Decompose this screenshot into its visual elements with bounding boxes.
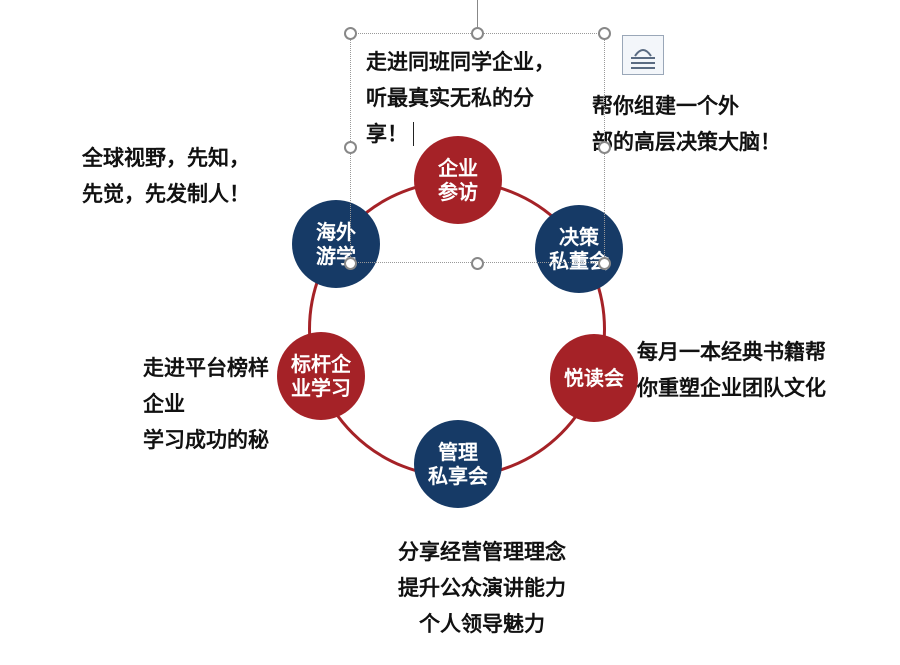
caption-reading-club: 每月一本经典书籍帮 你重塑企业团队文化 — [637, 340, 826, 400]
resize-handle-left[interactable] — [344, 141, 357, 154]
node-label: 海外 游学 — [316, 220, 356, 268]
node-label: 管理 私享会 — [428, 440, 488, 488]
resize-handle-top-left[interactable] — [344, 27, 357, 40]
node-management-salon: 管理 私享会 — [414, 420, 502, 508]
resize-handle-bottom[interactable] — [471, 257, 484, 270]
node-benchmark-learning: 标杆企 业学习 — [277, 332, 365, 420]
node-enterprise-visit: 企业 参访 — [414, 136, 502, 224]
resize-handle-right[interactable] — [598, 141, 611, 154]
caption-decision-board: 帮你组建一个外 部的高层决策大脑！ — [592, 94, 781, 154]
node-label: 悦读会 — [564, 366, 624, 390]
resize-handle-top[interactable] — [471, 27, 484, 40]
caption-overseas-study: 全球视野，先知， 先觉，先发制人！ — [82, 146, 250, 206]
caption-enterprise-visit[interactable]: 走进同班同学企业， 听最真实无私的分 享！ — [366, 50, 555, 146]
node-decision-board: 决策 私董会 — [535, 205, 623, 293]
node-overseas-study: 海外 游学 — [292, 200, 380, 288]
node-reading-club: 悦读会 — [550, 334, 638, 422]
caption-management-salon: 分享经营管理理念 提升公众演讲能力 个人领导魅力 — [398, 540, 566, 636]
resize-handle-bottom-left[interactable] — [344, 257, 357, 270]
text-cursor — [413, 122, 414, 146]
rotation-handle-line — [477, 0, 478, 27]
layout-options-icon[interactable] — [622, 35, 664, 75]
resize-handle-bottom-right[interactable] — [598, 257, 611, 270]
caption-benchmark-learning: 走进平台榜样 企业 学习成功的秘 — [143, 356, 269, 452]
resize-handle-top-right[interactable] — [598, 27, 611, 40]
textbox-selection-frame[interactable] — [350, 33, 605, 263]
node-label: 标杆企 业学习 — [291, 352, 351, 400]
node-label: 企业 参访 — [438, 156, 478, 204]
layout-options-icon-graphic — [631, 49, 655, 69]
